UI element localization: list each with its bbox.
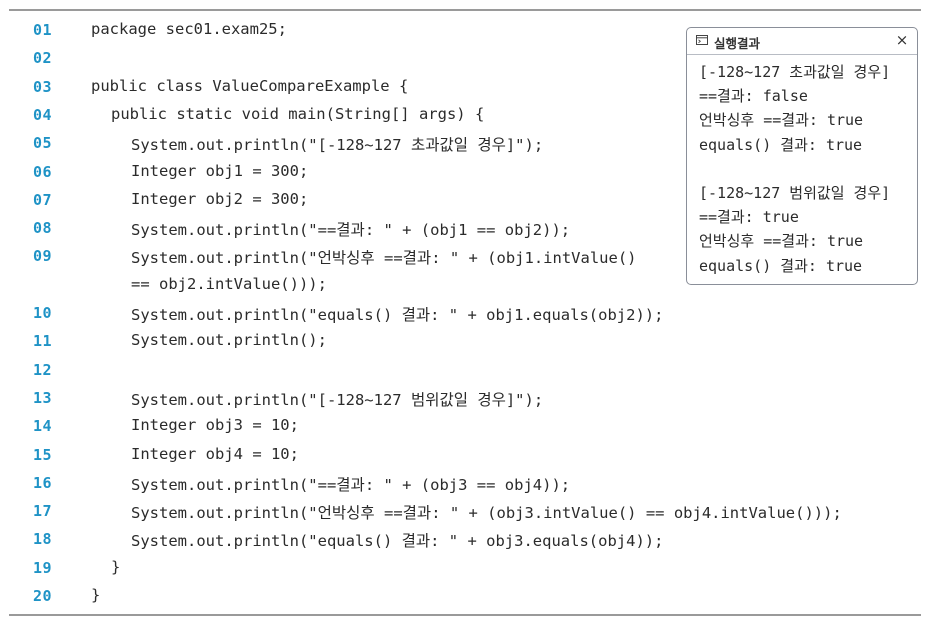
console-window-icon: [696, 35, 708, 45]
output-line: equals() 결과: true: [699, 256, 863, 275]
code-text: }: [111, 557, 121, 576]
code-line: 12: [0, 357, 940, 385]
line-number: 07: [33, 190, 53, 209]
code-line: 16 System.out.println("==결과: " + (obj3 ==…: [0, 470, 940, 498]
code-text: System.out.println("==결과: " + (obj3 == o…: [131, 475, 571, 494]
code-line: 06 Integer obj1 = 300;: [0, 159, 940, 187]
code-text: }: [91, 586, 101, 604]
code-line: 17 System.out.println("언박싱후 ==결과: " + (ob…: [0, 498, 940, 526]
code-text: package sec01.exam25;: [91, 20, 287, 38]
line-number: 06: [33, 162, 53, 181]
code-text: System.out.println("언박싱후 ==결과: " + (obj1…: [131, 249, 637, 268]
code-line: 07 Integer obj2 = 300;: [0, 187, 940, 215]
code-line: == obj2.intValue()));: [0, 272, 940, 300]
line-number: 12: [33, 360, 53, 379]
line-number: 19: [33, 558, 53, 577]
line-number: 17: [33, 502, 53, 521]
code-line: 15 Integer obj4 = 10;: [0, 442, 940, 470]
close-icon[interactable]: ×: [895, 31, 909, 49]
code-line: 09 System.out.println("언박싱후 ==결과: " + (ob…: [0, 243, 940, 271]
code-line: 03 public class ValueCompareExample {: [0, 74, 940, 102]
output-line: [-128~127 범위값일 경우]: [699, 184, 891, 202]
code-text: System.out.println("==결과: " + (obj1 == o…: [131, 221, 571, 240]
line-number: 01: [33, 21, 53, 39]
bottom-rule: [9, 614, 921, 616]
line-number: 14: [33, 417, 53, 436]
result-panel-header: 실행결과 ×: [687, 28, 917, 55]
code-text: System.out.println("언박싱후 ==결과: " + (obj3…: [131, 504, 842, 523]
line-number: 13: [33, 388, 53, 407]
code-text: Integer obj1 = 300;: [131, 161, 309, 180]
code-text: public static void main(String[] args) {: [111, 104, 485, 123]
code-text: System.out.println("equals() 결과: " + obj…: [131, 532, 664, 551]
result-panel: 실행결과 × [-128~127 초과값일 경우] ==결과: false 언박싱후…: [686, 27, 918, 285]
code-line: 08 System.out.println("==결과: " + (obj1 ==…: [0, 215, 940, 243]
code-text: Integer obj2 = 300;: [131, 189, 309, 208]
line-number: 04: [33, 105, 53, 124]
code-text: public class ValueCompareExample {: [91, 76, 409, 95]
code-line: 10 System.out.println("equals() 결과: " + o…: [0, 300, 940, 328]
code-text: System.out.println();: [131, 331, 327, 350]
code-line: 04 public static void main(String[] args)…: [0, 102, 940, 130]
code-text: System.out.println("[-128~127 범위값일 경우]")…: [131, 390, 544, 409]
line-number: 10: [33, 304, 53, 322]
code-text: == obj2.intValue()));: [131, 274, 327, 293]
code-line: 01 package sec01.exam25;: [0, 17, 940, 45]
line-number: 08: [33, 219, 53, 238]
code-line: 05 System.out.println("[-128~127 초과값일 경우]…: [0, 130, 940, 158]
code-line: 14 Integer obj3 = 10;: [0, 413, 940, 441]
line-number: 16: [33, 473, 53, 492]
line-number: 18: [33, 530, 53, 549]
line-number: 11: [33, 332, 53, 351]
line-number: 02: [33, 49, 53, 68]
code-line: 20}: [0, 583, 940, 611]
code-line: 11 System.out.println();: [0, 328, 940, 356]
line-number: 15: [33, 445, 53, 464]
line-number: 03: [33, 77, 53, 96]
output-line: equals() 결과: true: [699, 135, 863, 154]
output-line: ==결과: false: [699, 87, 808, 106]
code-text: Integer obj3 = 10;: [131, 416, 299, 435]
line-number: 05: [33, 134, 53, 153]
result-panel-title: 실행결과: [714, 36, 761, 51]
top-rule: [9, 9, 921, 11]
code-text: Integer obj4 = 10;: [131, 444, 299, 463]
line-number: 20: [33, 587, 53, 605]
output-line: ==결과: true: [699, 208, 799, 227]
code-line: 19}: [0, 555, 940, 583]
line-number: 09: [33, 247, 53, 266]
output-line: 언박싱후 ==결과: true: [699, 111, 864, 130]
code-line: 02: [0, 45, 940, 73]
code-text: System.out.println("[-128~127 초과값일 경우]")…: [131, 136, 544, 155]
code-line: 18 System.out.println("equals() 결과: " + o…: [0, 526, 940, 554]
output-line: 언박싱후 ==결과: true: [699, 232, 864, 251]
code-text: System.out.println("equals() 결과: " + obj…: [131, 306, 664, 324]
output-line: [-128~127 초과값일 경우]: [699, 63, 891, 81]
code-line: 13 System.out.println("[-128~127 범위값일 경우]…: [0, 385, 940, 413]
